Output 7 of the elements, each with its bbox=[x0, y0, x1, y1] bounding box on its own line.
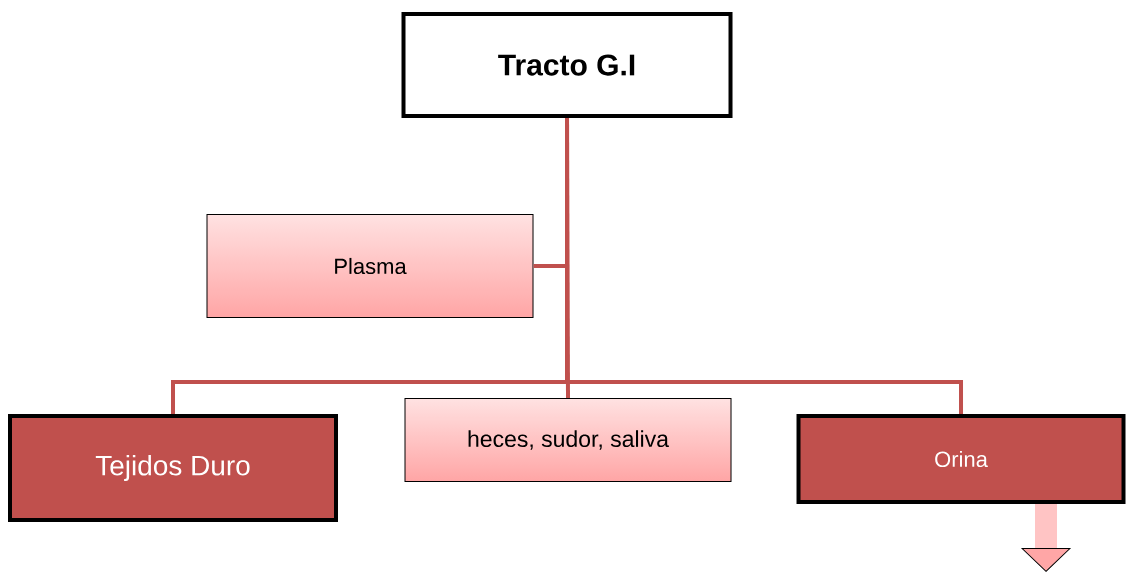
process-box: heces, sudor, saliva bbox=[404, 398, 732, 482]
block-arrow bbox=[1021, 504, 1071, 572]
title-box: Tracto G.I bbox=[401, 12, 733, 118]
process-box: Tejidos Duro bbox=[8, 414, 338, 522]
process-box: Orina bbox=[796, 414, 1126, 504]
connector-line bbox=[565, 118, 963, 414]
process-box: Plasma bbox=[206, 214, 534, 318]
